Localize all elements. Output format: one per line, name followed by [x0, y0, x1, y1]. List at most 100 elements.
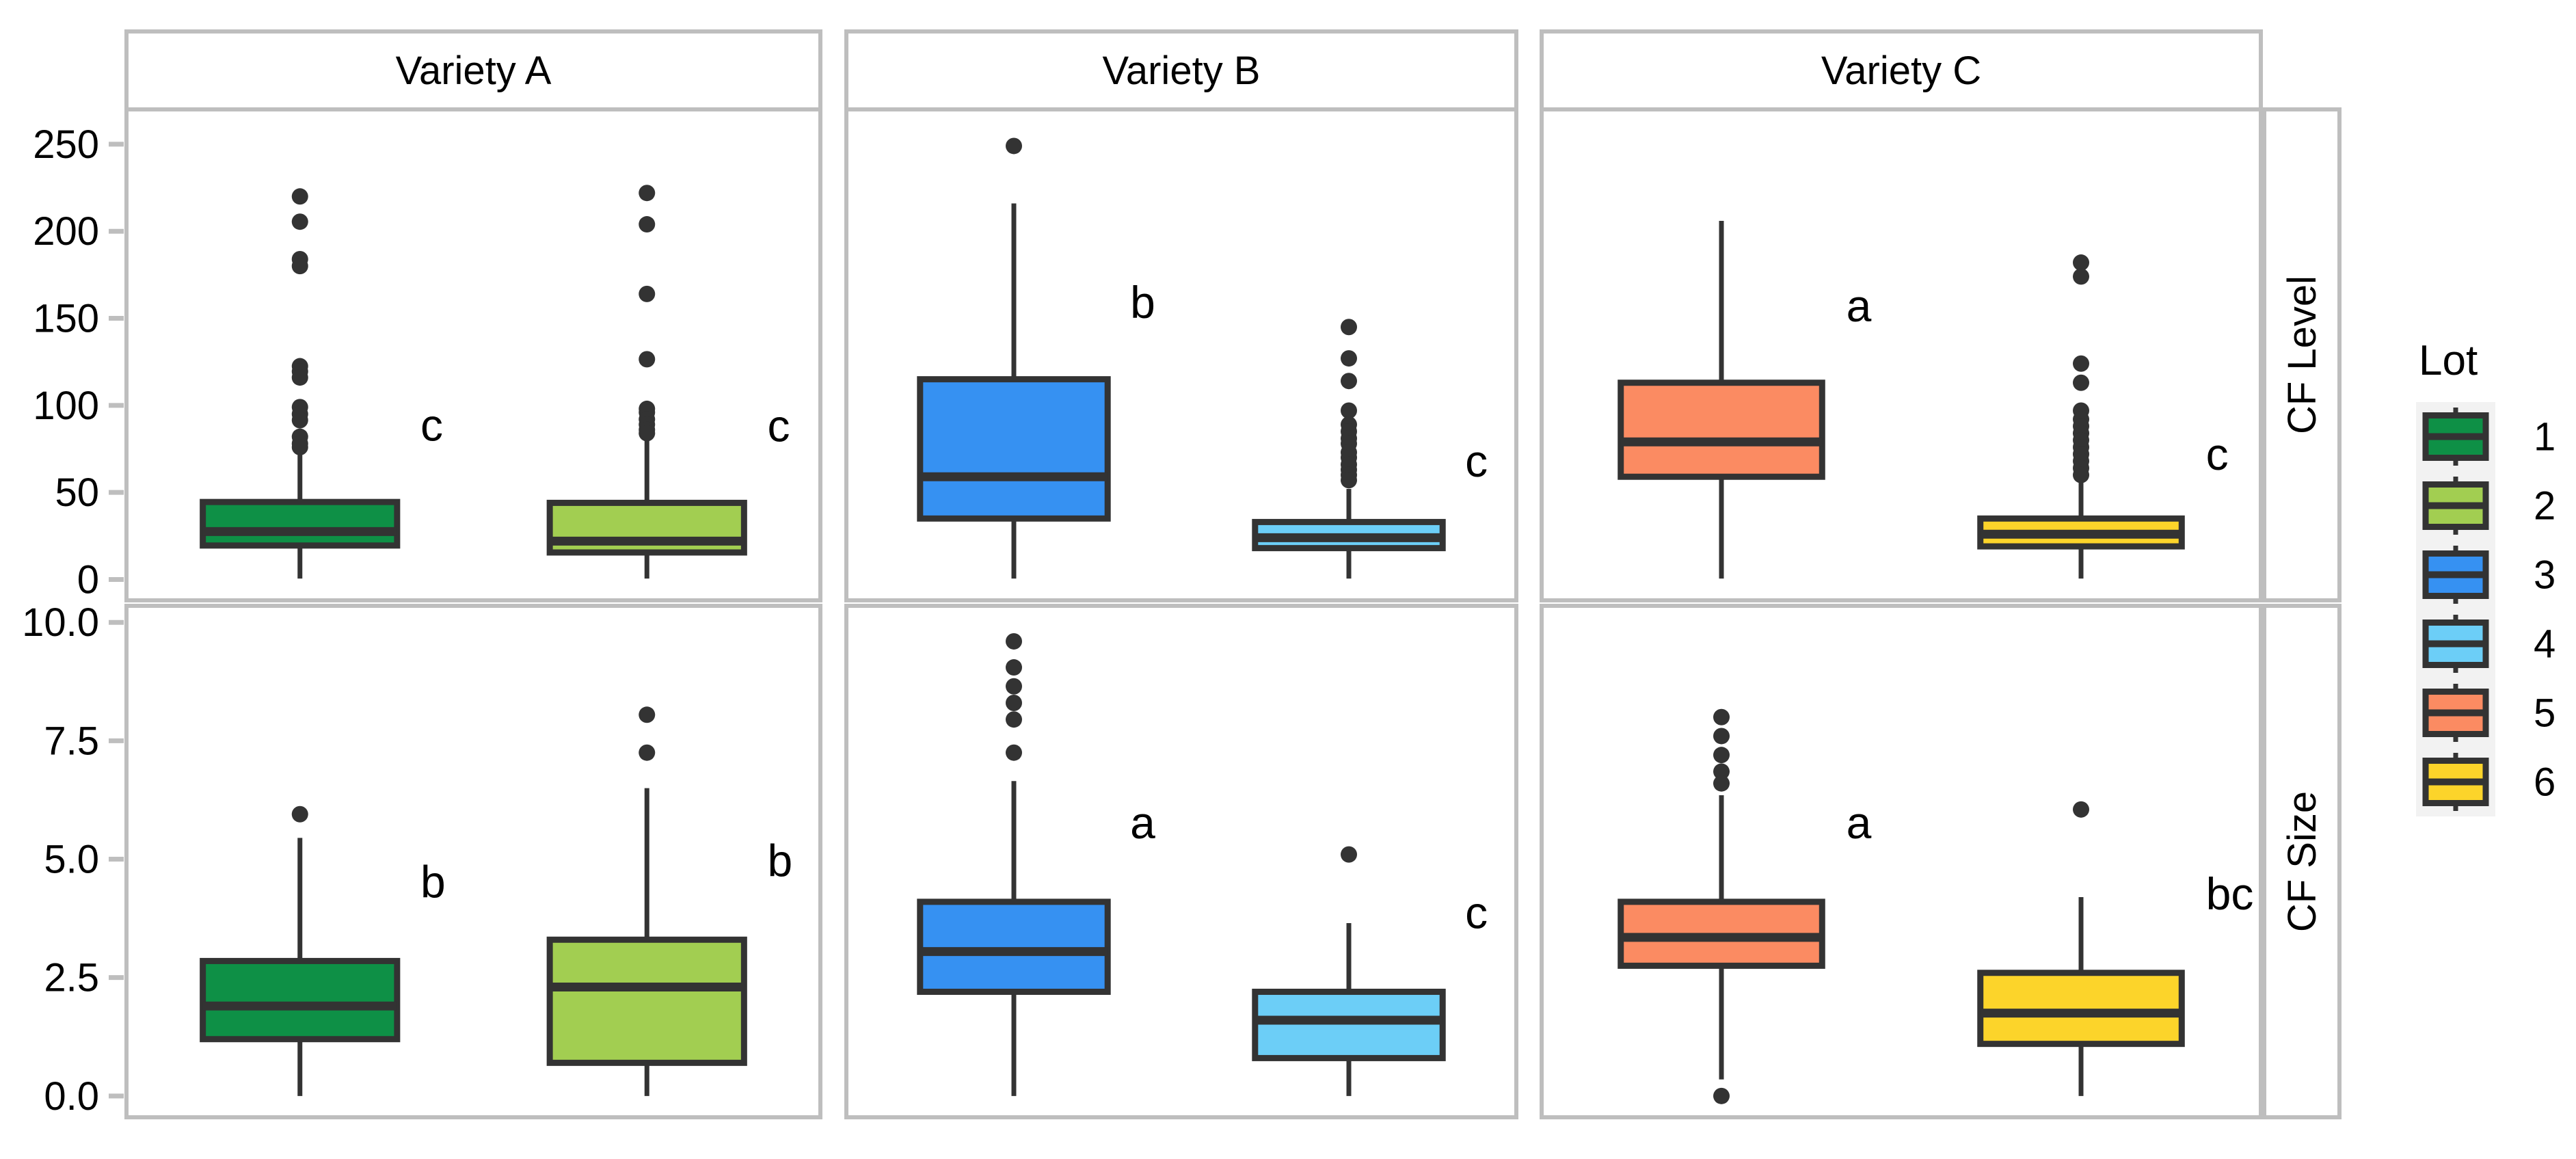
outlier-point-13: [1341, 472, 1357, 489]
facet-strip-2: [1540, 29, 2263, 111]
outlier-point-2: [1341, 373, 1357, 390]
outlier-point-3: [1341, 402, 1357, 419]
box-lot-1[interactable]: b: [200, 805, 446, 1096]
panel-variety-b-cf-level: Variety B b c: [844, 29, 1518, 602]
outlier-point-4: [1006, 711, 1022, 728]
box-body: [1252, 988, 1446, 1061]
significance-letter-lot-5: a: [1847, 280, 1872, 331]
outlier-point-3: [2073, 374, 2089, 391]
legend-key-background: [2416, 402, 2495, 816]
significance-letter-lot-2: b: [767, 835, 792, 885]
outlier-point-1: [1006, 659, 1022, 676]
panel-frame: [844, 604, 1518, 1119]
box-lot-5[interactable]: a: [1618, 220, 1872, 579]
significance-letter-lot-1: b: [420, 857, 446, 907]
outlier-point-3: [1713, 763, 1730, 780]
outlier-point-9: [291, 412, 308, 429]
outlier-point-2: [1713, 747, 1730, 764]
legend-item-label-3: 3: [2534, 553, 2555, 598]
legend-item-label-1: 1: [2534, 415, 2555, 459]
panel-variety-b-cf-size: ac: [844, 604, 1518, 1119]
significance-letter-lot-2: c: [767, 401, 790, 451]
significance-letter-lot-1: c: [420, 399, 443, 450]
facet-strip-label-2: Variety C: [1821, 49, 1981, 93]
outlier-point-12: [291, 438, 308, 455]
legend-item-3[interactable]: 3: [2422, 546, 2555, 604]
y-tick-label-4: 10.0: [22, 600, 99, 645]
box-lot-5[interactable]: a: [1618, 708, 1872, 1104]
outlier-point-0: [1341, 846, 1357, 863]
facet-strip-0: [124, 29, 822, 111]
legend-item-label-5: 5: [2534, 691, 2555, 736]
box-body: [200, 498, 401, 549]
y-tick-label-1: 2.5: [44, 956, 99, 1000]
outlier-point-3: [1006, 694, 1022, 711]
y-tick-label-0: 0: [77, 557, 99, 602]
facet-strip-1: [844, 29, 1518, 111]
facet-strip-label-1: Variety B: [1102, 49, 1260, 93]
box-body: [917, 898, 1111, 995]
outlier-point-0: [1006, 632, 1022, 650]
outlier-point-0: [2073, 801, 2089, 818]
outlier-point-1: [639, 744, 656, 761]
legend-title: Lot: [2419, 337, 2478, 384]
y-tick-label-3: 150: [33, 297, 99, 341]
legend-item-2[interactable]: 2: [2422, 477, 2555, 535]
box-body: [200, 957, 401, 1043]
outlier-point-4: [1713, 775, 1730, 792]
y-tick-label-3: 7.5: [44, 719, 99, 763]
outlier-point-2: [1006, 678, 1022, 695]
significance-letter-lot-4: c: [1465, 888, 1488, 938]
significance-letter-lot-3: b: [1130, 277, 1155, 328]
box-body: [1618, 379, 1825, 480]
box-lot-3[interactable]: a: [917, 632, 1155, 1096]
outlier-point-1: [639, 216, 656, 233]
outlier-point-9: [639, 425, 656, 442]
box-lot-3[interactable]: b: [917, 137, 1155, 579]
box-lot-4[interactable]: c: [1252, 319, 1488, 579]
outlier-point-5: [1713, 1087, 1730, 1104]
box-lot-6[interactable]: bc: [1977, 801, 2254, 1096]
outlier-point-2: [2073, 355, 2089, 372]
box-lot-2[interactable]: b: [546, 706, 792, 1096]
facet-strip-label-0: Variety A: [396, 49, 552, 93]
outlier-point-1: [1341, 350, 1357, 367]
y-tick-label-2: 100: [33, 384, 99, 428]
legend-item-label-6: 6: [2534, 760, 2555, 805]
legend-item-6[interactable]: 6: [2422, 753, 2555, 811]
outlier-point-1: [291, 213, 308, 230]
box-lot-6[interactable]: c: [1977, 254, 2229, 579]
significance-letter-lot-3: a: [1130, 797, 1155, 848]
significance-letter-lot-4: c: [1465, 436, 1488, 486]
y-tick-label-5: 250: [33, 122, 99, 167]
y-tick-label-1: 50: [55, 470, 99, 515]
outlier-point-13: [2073, 466, 2089, 483]
legend-item-1[interactable]: 1: [2422, 408, 2555, 466]
box-lot-2[interactable]: c: [546, 185, 790, 579]
legend-item-5[interactable]: 5: [2422, 684, 2555, 742]
panel-variety-c-cf-level: Variety C CF Level a c: [1540, 29, 2342, 602]
box-lot-1[interactable]: c: [200, 188, 443, 579]
legend-item-4[interactable]: 4: [2422, 615, 2555, 673]
outlier-point-1: [2073, 268, 2089, 285]
significance-letter-lot-6: c: [2206, 429, 2229, 479]
outlier-point-0: [1341, 319, 1357, 336]
outlier-point-2: [639, 285, 656, 302]
legend-item-label-2: 2: [2534, 484, 2555, 529]
facet-strip-row-label-1: CF Size: [2280, 791, 2324, 932]
outlier-point-5: [1006, 744, 1022, 761]
box-lot-4[interactable]: c: [1252, 846, 1488, 1096]
legend-item-label-4: 4: [2534, 622, 2555, 667]
y-tick-label-2: 5.0: [44, 838, 99, 882]
outlier-point-0: [1006, 137, 1022, 155]
outlier-point-3: [639, 351, 656, 368]
outlier-point-0: [1713, 708, 1730, 725]
significance-letter-lot-6: bc: [2206, 868, 2254, 919]
panel-variety-c-cf-size: CF Size a bc: [1540, 604, 2342, 1119]
outlier-point-0: [639, 185, 656, 202]
facet-strip-row-label-0: CF Level: [2280, 276, 2324, 434]
